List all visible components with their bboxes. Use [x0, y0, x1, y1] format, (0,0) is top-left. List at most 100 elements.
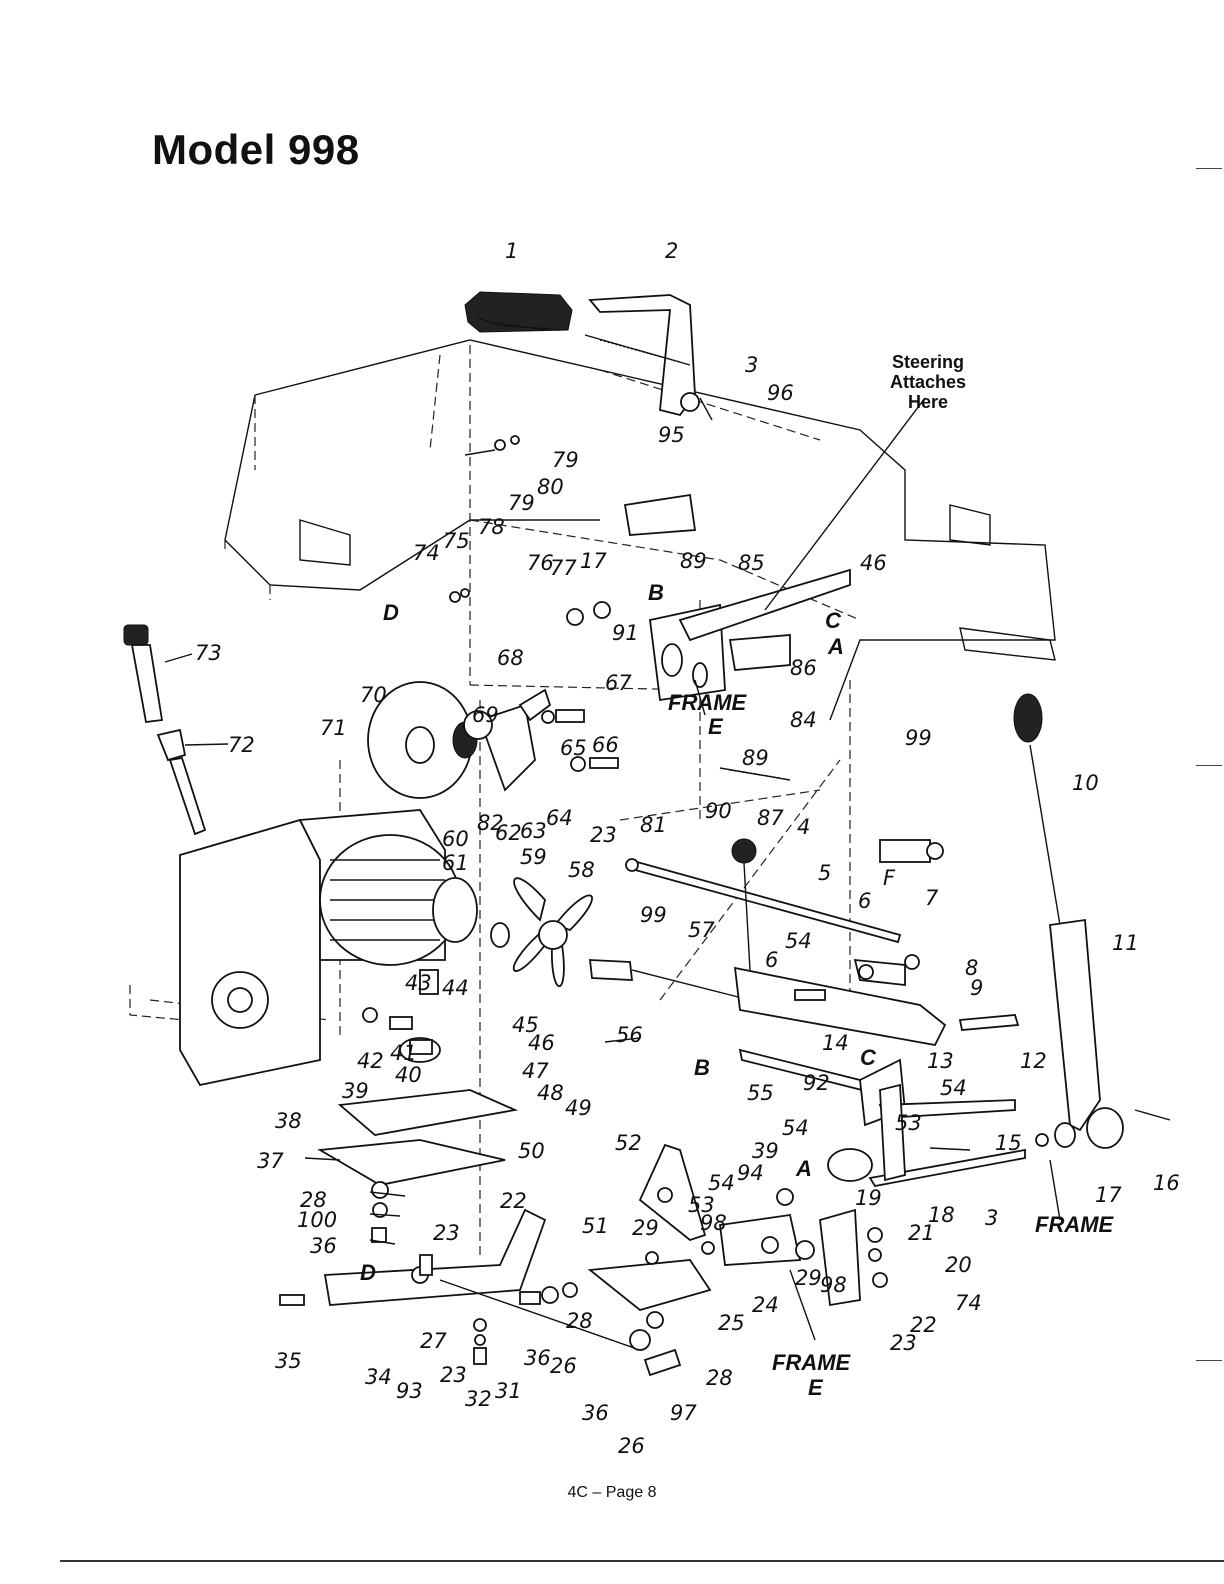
- callout: 95: [658, 423, 685, 447]
- callout: 19: [855, 1186, 882, 1210]
- callout: 3: [985, 1206, 998, 1230]
- callout: 13: [927, 1049, 954, 1073]
- page-title: Model 998: [152, 126, 360, 173]
- callout: A: [795, 1156, 812, 1181]
- lever-57: [731, 838, 757, 971]
- callout: 16: [1153, 1171, 1180, 1195]
- callout: 17: [580, 549, 607, 573]
- frame-labels: FRAME E FRAME FRAME E: [668, 690, 1115, 1400]
- callout: 84: [790, 708, 817, 732]
- callout: C: [825, 608, 842, 633]
- callout: 35: [275, 1349, 302, 1373]
- callout: 26: [550, 1354, 577, 1378]
- callout: 9: [970, 976, 983, 1000]
- callout: 47: [522, 1059, 549, 1083]
- callout: 98: [820, 1273, 847, 1297]
- callout: F: [883, 866, 896, 890]
- callout: 61: [442, 851, 469, 875]
- callout: 25: [718, 1311, 745, 1335]
- callout: 34: [365, 1365, 392, 1389]
- springs: [477, 317, 791, 781]
- callout: 73: [195, 641, 222, 665]
- callout: 36: [524, 1346, 551, 1370]
- callout: 22: [500, 1189, 527, 1213]
- callout: 43: [405, 971, 432, 995]
- callout: 36: [310, 1234, 337, 1258]
- callout: 40: [395, 1063, 422, 1087]
- callout: 20: [945, 1253, 972, 1277]
- callout: 50: [518, 1139, 545, 1163]
- callout: 53: [895, 1111, 922, 1135]
- steering-note-line-2: Attaches: [889, 372, 967, 392]
- callout: B: [648, 580, 664, 605]
- callout: 57: [688, 918, 715, 942]
- pulley-assembly: [367, 681, 619, 799]
- callout: 89: [680, 549, 707, 573]
- callout: 39: [752, 1139, 779, 1163]
- edge-mark: [1196, 765, 1222, 766]
- callout: D: [383, 600, 399, 625]
- pedal-assembly: [464, 291, 713, 421]
- callout: 6: [858, 889, 871, 913]
- callout: 4: [797, 815, 810, 839]
- steering-note: Steering Attaches Here: [872, 352, 984, 412]
- callout: 8: [965, 956, 978, 980]
- callout: 75: [443, 529, 470, 553]
- callout: 60: [442, 827, 469, 851]
- callout: 79: [508, 491, 535, 515]
- callout: 51: [582, 1214, 609, 1238]
- callout: 52: [615, 1131, 642, 1155]
- callout: 15: [995, 1131, 1022, 1155]
- callout: 85: [738, 551, 765, 575]
- callout: 86: [790, 656, 817, 680]
- control-rods: [588, 839, 944, 1001]
- callout: 81: [640, 813, 667, 837]
- bottom-rule: [60, 1560, 1224, 1562]
- callout: 42: [357, 1049, 384, 1073]
- callout: 94: [737, 1161, 764, 1185]
- callout: 54: [782, 1116, 809, 1140]
- callout: 11: [1112, 931, 1139, 955]
- callout: 99: [640, 903, 667, 927]
- leader-lines: [164, 397, 1061, 1341]
- callout: 23: [590, 823, 617, 847]
- callout: 1: [505, 239, 518, 263]
- callout: 23: [433, 1221, 460, 1245]
- callout: 37: [257, 1149, 284, 1173]
- callout: 62: [495, 821, 522, 845]
- page-footer: 4C – Page 8: [567, 1484, 657, 1501]
- callout: 70: [360, 683, 387, 707]
- callout: 14: [822, 1031, 849, 1055]
- lever-52: [519, 1143, 888, 1351]
- callout: 44: [442, 976, 469, 1000]
- callout: 66: [592, 733, 619, 757]
- callout: 59: [520, 845, 547, 869]
- callout: 39: [342, 1079, 369, 1103]
- steering-note-line-1: Steering: [891, 352, 965, 372]
- callout: 71: [320, 716, 347, 740]
- callout: 46: [860, 551, 887, 575]
- callout: 72: [228, 733, 255, 757]
- callout: 79: [552, 448, 579, 472]
- callout: 74: [955, 1291, 982, 1315]
- callout: 5: [818, 861, 831, 885]
- callout: 91: [612, 621, 639, 645]
- callout: 82: [477, 811, 504, 835]
- callout: 68: [497, 646, 524, 670]
- callout: 18: [928, 1203, 955, 1227]
- callout: 24: [752, 1293, 779, 1317]
- transmission-housing: [179, 809, 478, 1087]
- callout: 99: [905, 726, 932, 750]
- callout: 12: [1020, 1049, 1047, 1073]
- callout: 3: [745, 353, 758, 377]
- callout: 77: [550, 556, 577, 580]
- bracket-15-18: [827, 1083, 1026, 1187]
- callout: 58: [568, 858, 595, 882]
- callout: 67: [605, 671, 632, 695]
- callout: 49: [565, 1096, 592, 1120]
- callout: 36: [582, 1401, 609, 1425]
- frame-e-top-letter: E: [708, 714, 724, 739]
- callout: 48: [537, 1081, 564, 1105]
